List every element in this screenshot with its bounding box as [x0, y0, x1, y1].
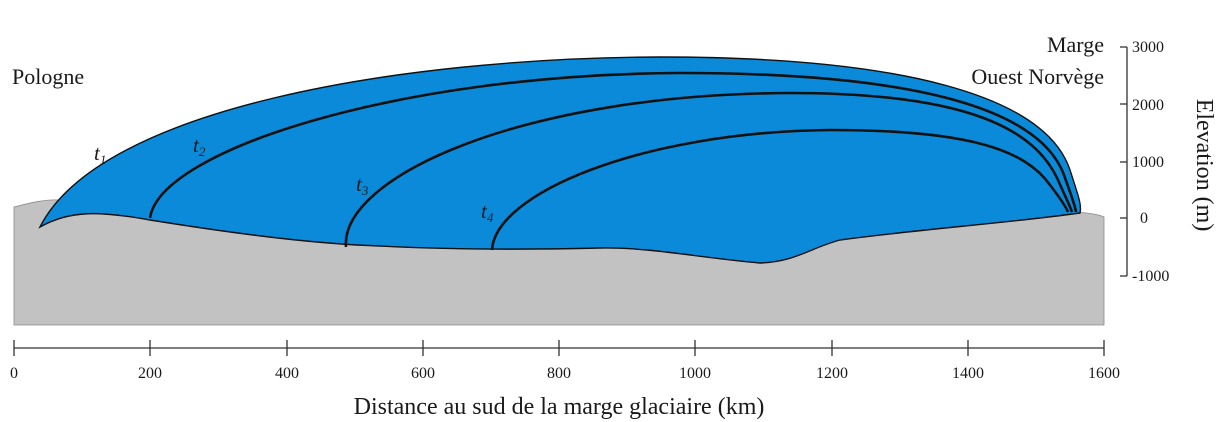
elevation-tick-label-3000: 3000: [1132, 39, 1164, 56]
elevation-tick-label-1000: 1000: [1132, 154, 1164, 171]
distance-tick-label-1200: 1200: [816, 365, 848, 382]
margin-line-t3: [344, 91, 1074, 248]
region-label-left: Pologne: [12, 64, 84, 89]
distance-tick-label-200: 200: [138, 365, 162, 382]
region-label-right-line1: Marge: [1047, 32, 1104, 57]
distance-tick-label-400: 400: [275, 365, 299, 382]
margin-label-t1: t1: [94, 141, 106, 167]
elevation-tick-label-minus1000: -1000: [1132, 268, 1169, 285]
region-label-right-line2: Ouest Norvège: [971, 64, 1104, 89]
margin-label-t4: t4: [481, 199, 494, 225]
ice-sheet-body: [38, 56, 1082, 264]
distance-tick-label-800: 800: [547, 365, 571, 382]
margin-line-t2: [148, 71, 1078, 219]
distance-axis-title: Distance au sud de la marge glaciaire (k…: [354, 394, 765, 420]
elevation-tick-label-2000: 2000: [1132, 97, 1164, 114]
distance-ticks: [13, 340, 1105, 356]
margin-label-t3: t3: [356, 172, 369, 198]
distance-tick-label-1000: 1000: [679, 365, 711, 382]
elevation-axis-title: Elevation (m): [1191, 99, 1217, 232]
distance-tick-label-600: 600: [411, 365, 435, 382]
margin-line-t4: [490, 128, 1070, 251]
distance-tick-label-1400: 1400: [952, 365, 984, 382]
elevation-tick-label-0: 0: [1140, 210, 1148, 227]
distance-tick-label-0: 0: [10, 365, 18, 382]
distance-tick-label-1600: 1600: [1088, 365, 1120, 382]
margin-label-t2: t2: [193, 133, 206, 159]
